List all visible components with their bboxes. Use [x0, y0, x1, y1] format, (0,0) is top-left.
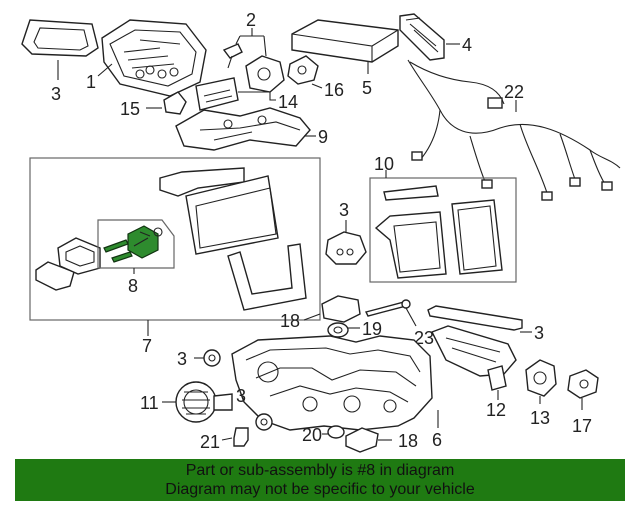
part-actuator-2: [222, 43, 285, 93]
banner-line-1: Part or sub-assembly is #8 in diagram: [185, 462, 455, 479]
part-cap-3-mid: [255, 413, 273, 431]
part-seal-frame: [227, 243, 307, 311]
part-blower-motor-11: [175, 381, 233, 423]
part-bracket-4: [399, 13, 445, 61]
part-8-temperature-sensor: [103, 225, 163, 263]
part-sensor-16: [287, 55, 319, 85]
part-actuator-18-upper: [321, 295, 361, 323]
part-grommet-19: [327, 322, 349, 338]
callout-16: 16: [324, 80, 344, 100]
part-duct-12: [431, 325, 517, 391]
callout-3-gasket: 3: [51, 84, 61, 104]
callout-5: 5: [362, 78, 372, 98]
part-actuator-13: [525, 359, 557, 397]
callout-18-lower: 18: [398, 431, 418, 451]
sub-box-8: [97, 219, 175, 269]
callout-3-cap: 3: [177, 349, 187, 369]
part-actuator-18-lower: [345, 427, 379, 453]
callout-10: 10: [374, 154, 394, 174]
part-evaporator-core: [159, 167, 279, 255]
part-wiring-harness-22: [407, 59, 621, 201]
callout-8: 8: [128, 276, 138, 296]
callout-15: 15: [120, 99, 140, 119]
part-clip-15: [163, 91, 187, 115]
callout-3-strip: 3: [534, 323, 544, 343]
part-duct-9: [175, 107, 311, 151]
part-cabin-filter: [291, 19, 399, 63]
callout-7: 7: [142, 336, 152, 356]
group-box-7: [29, 157, 321, 321]
callout-11: 11: [140, 393, 159, 413]
callout-1: 1: [86, 72, 96, 92]
callout-17: 17: [572, 416, 592, 436]
part-screw-23: [364, 299, 411, 317]
group-box-10: [369, 177, 517, 283]
callout-14: 14: [278, 92, 298, 112]
callout-9: 9: [318, 127, 328, 147]
callout-6: 6: [432, 430, 442, 450]
callout-19: 19: [362, 319, 382, 339]
part-cap-3: [203, 349, 221, 367]
part-valve-20: [327, 425, 345, 439]
part-control-module-14: [195, 77, 239, 111]
callout-23: 23: [414, 328, 434, 348]
part-heater-core: [374, 185, 503, 279]
part-case-upper: [101, 19, 207, 97]
callout-13: 13: [530, 408, 550, 428]
callout-3-mid: 3: [236, 386, 246, 406]
callout-2: 2: [246, 10, 256, 30]
part-hose-21: [233, 427, 249, 447]
part-actuator-17: [567, 369, 599, 399]
part-seal-strip-3: [427, 305, 523, 331]
callout-20: 20: [302, 425, 322, 445]
callout-12: 12: [486, 400, 506, 420]
callout-4: 4: [462, 35, 472, 55]
info-banner: Part or sub-assembly is #8 in diagram Di…: [15, 459, 625, 501]
callout-18-upper: 18: [280, 311, 300, 331]
part-housing-6: [231, 335, 433, 431]
callout-21: 21: [200, 432, 220, 452]
part-gasket-top: [21, 19, 99, 57]
callout-3-seal: 3: [339, 200, 349, 220]
banner-line-2: Diagram may not be specific to your vehi…: [165, 481, 475, 498]
part-seal-3: [325, 231, 367, 265]
callout-22: 22: [504, 82, 524, 102]
part-seals-small: [35, 237, 101, 291]
